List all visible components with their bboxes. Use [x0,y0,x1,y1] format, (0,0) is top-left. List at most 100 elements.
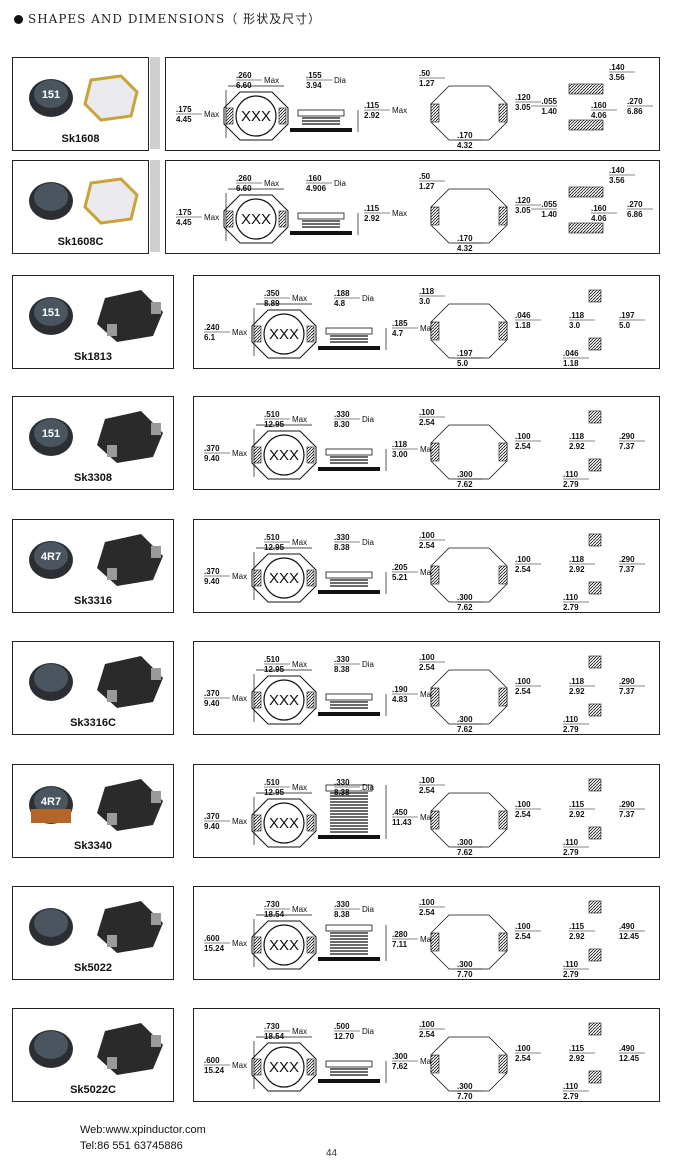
marking-xxx: XXX [269,692,299,709]
pad-block [498,687,508,707]
diameter-unit: Dia [362,538,375,547]
land-r2-mm: 12.45 [619,1054,640,1063]
land-r1-in: .140 [609,63,625,72]
height-in: .240 [204,323,220,332]
diameter-mm: 4.8 [334,299,346,308]
land-r1-in: .115 [569,800,585,809]
photo-art [29,656,163,708]
component-name: Sk5022 [74,962,112,974]
thickness-in: .190 [392,685,408,694]
land-r3-mm: 4.06 [591,214,607,223]
land-r3-in: .110 [563,470,579,479]
inductor-top [34,787,68,815]
pad-side-mm: 3.05 [515,103,531,112]
top-view-circle [263,924,305,966]
pad-block [253,325,262,343]
photo-art: 151 [29,290,163,342]
inductor-b-body [97,656,163,708]
thickness-unit: Max [420,935,435,944]
thickness-unit: Max [420,568,435,577]
height-unit: Max [232,572,247,581]
width-mm: 12.95 [264,665,285,674]
width-mm: 12.95 [264,420,285,429]
land-r1-in: .118 [569,432,585,441]
land-r3-in: .160 [591,101,607,110]
inductor-b-body [97,901,163,953]
width-in: .510 [264,533,280,542]
land-r4-mm: 6.86 [627,210,643,219]
pad-base-mm: 4.32 [457,141,473,150]
marking-xxx: XXX [269,1059,299,1076]
pad-side-in: .120 [515,93,531,102]
top-view-circle [263,802,305,844]
pad-block [278,210,287,228]
land-r2-mm: 5.0 [619,321,631,330]
inductor-top [34,298,68,326]
width-mm: 6.60 [236,81,252,90]
side-base [318,957,380,961]
thickness-mm: 7.11 [392,940,408,949]
pad-block [498,1054,508,1074]
inductor-b-body [97,290,163,342]
inductor-b-body [97,779,163,831]
top-view-circle [263,679,305,721]
thickness-mm: 7.62 [392,1062,408,1071]
pad-top-mm: 2.54 [419,908,435,917]
side-cap [325,924,373,932]
land-r3-mm: 2.79 [563,725,579,734]
page-number: 44 [326,1148,338,1159]
terminal [107,324,117,336]
height-mm: 9.40 [204,699,220,708]
height-in: .175 [176,105,192,114]
height-unit: Max [232,328,247,337]
pad-top-mm: 2.54 [419,663,435,672]
height-unit: Max [232,694,247,703]
pad-block [430,321,440,341]
side-cap [325,784,373,792]
diameter-in: .500 [334,1022,350,1031]
thickness-in: .185 [392,319,408,328]
diameter-unit: Dia [362,905,375,914]
diameter-in: .330 [334,778,350,787]
dimension-drawing: .51012.95Max.3709.40MaxXXX.3308.38Dia.45… [193,764,660,858]
side-cap [325,693,373,701]
height-unit: Max [232,1061,247,1070]
diameter-mm: 8.38 [334,665,350,674]
header-title: SHAPES AND DIMENSIONS（ 形状及尺寸） [28,12,322,26]
width-mm: 12.95 [264,788,285,797]
land-r1-in: .140 [609,166,625,175]
inductor-marking: 4R7 [41,796,61,808]
land-r4-in: .270 [627,200,643,209]
pad-base-in: .170 [457,131,473,140]
pad-base-in: .300 [457,593,473,602]
component-name: Sk1813 [74,351,112,363]
pad-base-mm: 7.62 [457,848,473,857]
inductor-top [34,1031,68,1059]
pad-side-mm: 2.54 [515,442,531,451]
top-view-outline [223,194,289,244]
top-view-outline [251,675,317,725]
width-mm: 8.89 [264,299,280,308]
height-unit: Max [204,213,219,222]
pad-block [306,691,315,709]
top-view-outline [223,91,289,141]
side-cap [325,1060,373,1068]
pad-block [253,1058,262,1076]
pad-top-in: .100 [419,531,435,540]
component-name: Sk1608 [61,133,100,145]
land-r4-in: .270 [627,97,643,106]
pad-block [225,210,234,228]
pad-top-mm: 1.27 [419,79,435,88]
pad-top-mm: 3.0 [419,297,431,306]
pad-top-in: .100 [419,653,435,662]
pad-base-in: .300 [457,838,473,847]
